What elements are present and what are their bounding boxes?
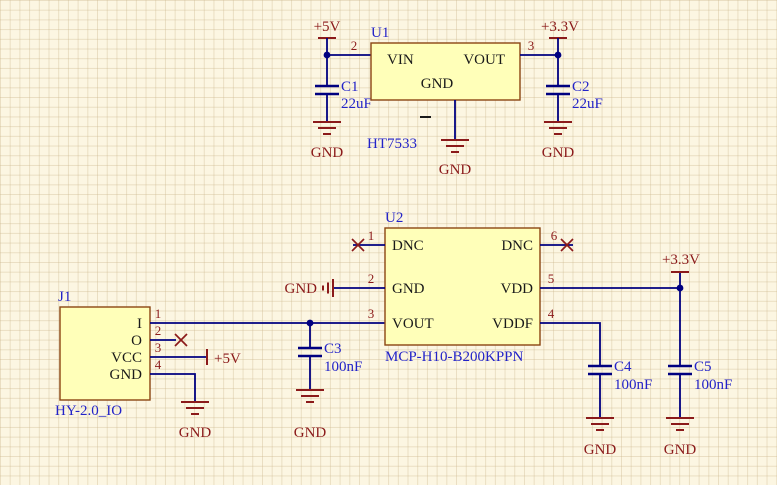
c2-designator: C2 [572, 79, 590, 95]
power-port-3v3-regulator[interactable]: +3.3V [541, 19, 579, 55]
gnd-label-c5: GND [664, 442, 697, 458]
u1-part-number: HT7533 [367, 136, 417, 152]
c4-value: 100nF [614, 377, 652, 393]
power-port-5v-j1[interactable]: +5V [206, 349, 241, 367]
gnd-label-c3: GND [294, 425, 327, 441]
u2-pin3-number: 3 [368, 306, 375, 321]
j1-pin1-name: I [137, 316, 142, 332]
u2-pin4-name: VDDF [492, 316, 533, 332]
gnd-label-j1: GND [179, 425, 212, 441]
gnd-symbol-c2[interactable]: GND [542, 121, 575, 161]
c1-designator: C1 [341, 79, 359, 95]
u2-pin3-name: VOUT [392, 316, 434, 332]
j1-part-number: HY-2.0_IO [55, 403, 122, 419]
component-u2[interactable]: U2 DNC GND VOUT DNC VDD VDDF MCP-H10-B20… [384, 210, 541, 365]
capacitor-c4[interactable]: C4 100nF [588, 359, 652, 393]
gnd-symbol-j1[interactable]: GND [179, 401, 212, 441]
wire-vddf[interactable] [540, 322, 601, 366]
u2-pin6-name: DNC [501, 238, 533, 254]
gnd-symbol-c1[interactable]: GND [311, 121, 344, 161]
capacitor-c3[interactable]: C3 100nF [298, 341, 362, 375]
gnd-label-u1: GND [439, 162, 472, 178]
gnd-symbol-c3[interactable]: GND [294, 389, 327, 441]
capacitor-c2[interactable]: C2 22uF [546, 79, 603, 112]
j1-designator: J1 [58, 289, 71, 305]
net-label-5v-j1: +5V [214, 351, 241, 367]
net-label-3v3-u2: +3.3V [662, 252, 700, 268]
gnd-label-c4: GND [584, 442, 617, 458]
capacitor-c5[interactable]: C5 100nF [668, 359, 732, 393]
gnd-label-c1: GND [311, 145, 344, 161]
c3-designator: C3 [324, 341, 342, 357]
power-port-5v-regulator[interactable]: +5V [314, 19, 341, 55]
gnd-symbol-c5[interactable]: GND [664, 417, 697, 458]
c1-value: 22uF [341, 96, 372, 112]
c5-designator: C5 [694, 359, 712, 375]
net-label-3v3-u1: +3.3V [541, 19, 579, 35]
no-connect-u2-pin1[interactable] [351, 238, 365, 252]
u2-pin4-number: 4 [548, 306, 555, 321]
j1-pin1-number: 1 [155, 306, 162, 321]
u2-pin1-name: DNC [392, 238, 424, 254]
j1-pin4-name: GND [110, 367, 143, 383]
no-connect-j1-pin2[interactable] [174, 333, 188, 347]
u2-pin5-number: 5 [548, 271, 555, 286]
j1-pin2-name: O [131, 333, 142, 349]
u2-designator: U2 [385, 210, 403, 226]
u1-pin-vin-name: VIN [387, 52, 414, 68]
j1-pin2-number: 2 [155, 323, 162, 338]
u2-pin5-name: VDD [501, 281, 534, 297]
j1-pin3-number: 3 [155, 340, 162, 355]
u2-part-number: MCP-H10-B200KPPN [385, 349, 524, 365]
gnd-label-c2: GND [542, 145, 575, 161]
capacitor-c1[interactable]: C1 22uF [315, 79, 372, 112]
c5-value: 100nF [694, 377, 732, 393]
u1-pin3-number: 3 [528, 38, 535, 53]
gnd-power-port-u2[interactable]: GND [285, 279, 334, 297]
u1-pin-vout-name: VOUT [463, 52, 505, 68]
u1-designator: U1 [371, 25, 389, 41]
c3-value: 100nF [324, 359, 362, 375]
u2-pin1-number: 1 [368, 228, 375, 243]
c2-value: 22uF [572, 96, 603, 112]
power-port-3v3-u2[interactable]: +3.3V [662, 252, 700, 288]
u2-pin6-number: 6 [551, 228, 558, 243]
u2-pin2-number: 2 [368, 271, 375, 286]
u1-pin-gnd-name: GND [421, 76, 454, 92]
net-label-5v-u1: +5V [314, 19, 341, 35]
j1-pin4-number: 4 [155, 357, 162, 372]
wire-j1-gnd[interactable] [150, 373, 196, 402]
u2-pin2-name: GND [392, 281, 425, 297]
gnd-symbol-u1[interactable]: GND [439, 139, 472, 178]
c4-designator: C4 [614, 359, 632, 375]
gnd-symbol-c4[interactable]: GND [584, 417, 617, 458]
component-u1[interactable]: U1 VIN VOUT GND HT7533 [367, 25, 521, 152]
gnd-label-u2-pin2: GND [285, 281, 318, 297]
component-j1[interactable]: J1 I O VCC GND HY-2.0_IO [55, 289, 151, 419]
u1-pin2-number: 2 [351, 38, 358, 53]
j1-pin3-name: VCC [111, 350, 142, 366]
no-connect-u2-pin6[interactable] [560, 238, 574, 252]
